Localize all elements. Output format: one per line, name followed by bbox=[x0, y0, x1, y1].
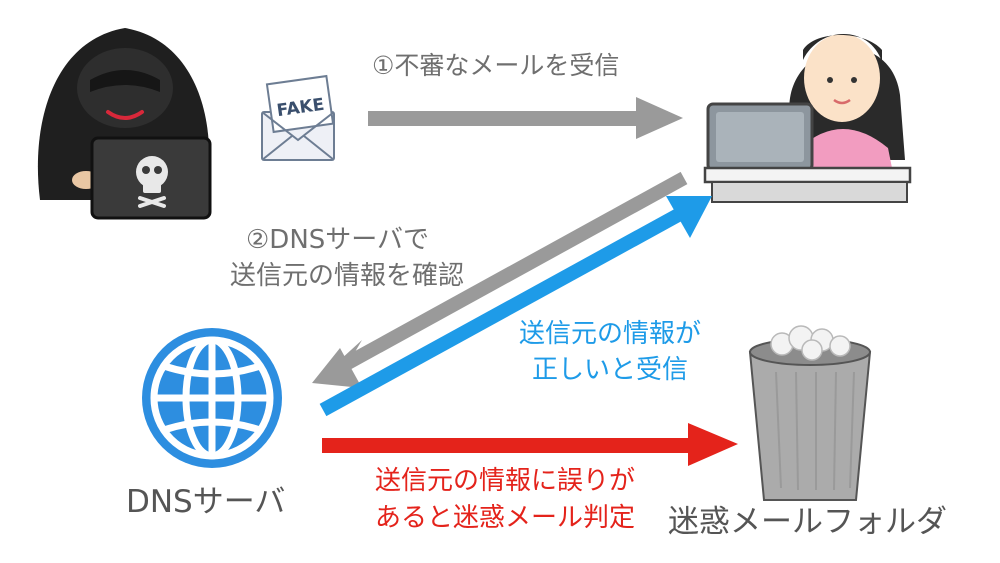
query-arrow bbox=[312, 171, 688, 389]
spam-label-line2: あると迷惑メール判定 bbox=[374, 503, 635, 533]
spam-folder-caption: 迷惑メールフォルダ bbox=[668, 504, 947, 540]
globe-icon bbox=[142, 328, 282, 468]
valid-arrow bbox=[319, 196, 712, 417]
hacker-icon bbox=[37, 28, 212, 220]
spam-label-line1: 送信元の情報に誤りが bbox=[374, 466, 635, 496]
valid-label-line2: 正しいと受信 bbox=[531, 355, 688, 385]
dns-server-caption: DNSサーバ bbox=[126, 484, 286, 520]
trash-can-icon bbox=[748, 325, 872, 501]
step2-label-line2: 送信元の情報を確認 bbox=[230, 261, 465, 291]
step1-label: ①不審なメールを受信 bbox=[372, 51, 620, 80]
step1-arrow bbox=[368, 97, 683, 139]
skull-icon bbox=[136, 156, 168, 208]
valid-label-line1: 送信元の情報が bbox=[518, 319, 701, 349]
recipient-icon bbox=[703, 33, 912, 203]
spam-arrow bbox=[322, 423, 738, 466]
step2-label-line1: ②DNSサーバで bbox=[246, 225, 430, 255]
fake-email-icon: FAKE bbox=[261, 74, 335, 161]
